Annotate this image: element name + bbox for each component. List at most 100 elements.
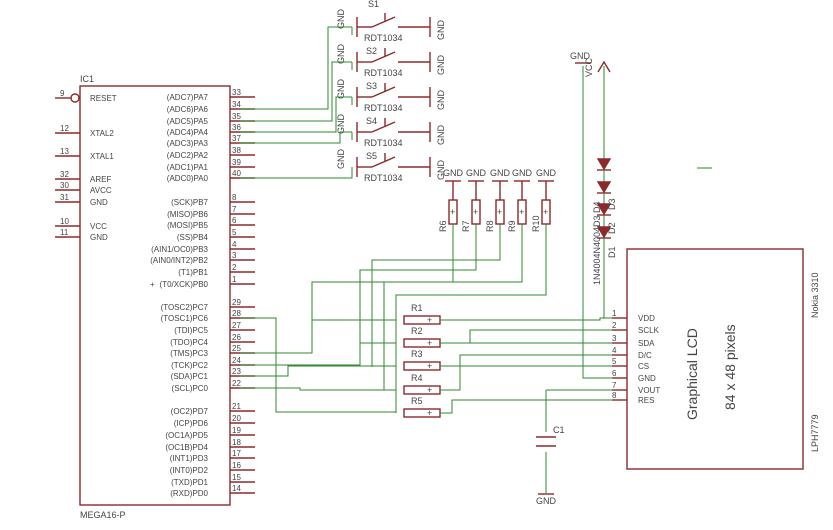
switch-gnd-right-label: GND: [436, 20, 446, 41]
mcu-pin-number: 35: [232, 112, 241, 121]
diode-triangle: [596, 226, 612, 239]
mcu-pin-name: (ADC0)PA0: [167, 174, 209, 183]
mcu-pin-number: 9: [60, 89, 65, 98]
lcd-pin-name: VOUT: [638, 386, 660, 395]
switch-lever: [371, 121, 396, 133]
pullup-ref: R8: [485, 220, 495, 232]
mcu-pin-name: AREF: [90, 175, 111, 184]
mcu-pin-name: (OC1B)PD4: [165, 443, 208, 452]
pullup-plus: +: [543, 207, 548, 217]
mcu-pin-name: (RXD)PD0: [170, 489, 208, 498]
mcu-pin-number: 5: [232, 228, 237, 237]
series-ref: R4: [411, 373, 423, 383]
lcd-pin-5: 5CS: [612, 357, 649, 371]
switch-gnd-left-label: GND: [336, 44, 346, 65]
mcu-pin-19: 19(OC1A)PD5: [165, 426, 255, 440]
wires: [240, 26, 712, 493]
mcu-pin-number: 7: [232, 205, 237, 214]
mcu-pin-number: 30: [60, 181, 69, 190]
series-r3: + R3: [403, 349, 441, 371]
mcu-body: [79, 85, 231, 506]
mcu-pin-number: 38: [232, 146, 241, 155]
lcd-pin-name: VDD: [638, 314, 655, 323]
mcu-pin-1: 1(T0/XCK)PB0: [160, 275, 255, 289]
series-r4: + R4: [403, 373, 441, 395]
pullup-ref: R10: [531, 215, 541, 232]
switch-lever: [371, 51, 396, 63]
series-body: [403, 408, 441, 418]
series-plus: +: [427, 385, 432, 395]
mcu-pin-number: 13: [60, 147, 69, 156]
pullup-gnd-label: GND: [443, 168, 464, 178]
series-r1: +R1: [403, 303, 441, 325]
mcu-ref: IC1: [80, 74, 94, 84]
switch-gnd-left-label: GND: [336, 79, 346, 100]
lcd-model: LPH7779: [810, 414, 820, 452]
mcu-pin-number: 28: [232, 309, 241, 318]
pullup-plus: +: [473, 207, 478, 217]
pullup-gnd-label: GND: [512, 168, 533, 178]
lcd-pin-number: 6: [612, 369, 617, 378]
mcu-pin-number: 25: [232, 344, 241, 353]
supply-gnd-label: GND: [570, 51, 591, 61]
switch-lever: [371, 156, 396, 168]
diode-triangle: [596, 158, 612, 171]
mcu-pin-24: 24(TCK)PC2: [171, 356, 255, 370]
series-r2: +R2: [403, 326, 441, 348]
mcu-pin-name: (TXD)PD1: [171, 478, 208, 487]
series-body: [403, 338, 441, 348]
switch-ref-label: S2: [366, 46, 377, 56]
mcu-pin-33: 33(ADC7)PA7: [167, 88, 255, 102]
reset-inverter-bubble: [70, 93, 80, 103]
mcu-pin-name: (MOSI)PB5: [167, 221, 208, 230]
mcu-pin-number: 22: [232, 379, 241, 388]
pullup-r9: GND+R9: [507, 168, 533, 232]
switch-s1-ref: S1: [368, 0, 379, 9]
mcu-pin-number: 15: [232, 473, 241, 482]
mcu-pin-number: 21: [232, 402, 241, 411]
mcu-pin-number: 2: [232, 263, 237, 272]
vcc-label: VCC: [584, 57, 594, 77]
mcu-pin-name: XTAL2: [90, 129, 114, 138]
pullup-plus: +: [450, 207, 455, 217]
mcu-pin-39: 39 (ADC1)PA1: [167, 158, 255, 172]
mcu-pin-4: 4(AIN1/OC0)PB3: [151, 240, 255, 254]
mcu-pin-name: (ADC1)PA1: [167, 163, 209, 172]
mcu-pin-number: 39: [232, 158, 241, 167]
mcu-pin-7: 7 (MISO)PB6: [167, 205, 255, 219]
series-ref: R3: [411, 349, 423, 359]
series-body: [403, 361, 441, 371]
mcu-pin-number: 36: [232, 123, 241, 132]
mcu-pin-number: 32: [60, 170, 69, 179]
mcu-pin-name: (MISO)PB6: [167, 210, 208, 219]
mcu-pin-name: (TOSC1)PC6: [161, 314, 209, 323]
lcd-brand: Nokia 3310: [810, 272, 820, 318]
mcu-pin-number: 6: [232, 216, 237, 225]
switch-group: GNDGNDRDT1034GNDGNDRDT1034S2GNDGNDRDT103…: [336, 9, 446, 184]
series-ref: R5: [411, 396, 423, 406]
lcd-pin-name: SDA: [638, 339, 655, 348]
lcd-pin-number: 2: [612, 321, 617, 330]
mcu-pin-8: 8(SCK)PB7: [171, 193, 255, 207]
lcd-pin-name: SCLK: [638, 326, 660, 335]
mcu-pin-name: (ADC4)PA4: [167, 128, 209, 137]
cap-gnd-label: GND: [536, 496, 557, 506]
series-plus: +: [427, 338, 432, 348]
mcu-pin-number: 40: [232, 169, 241, 178]
mcu-pin-number: 34: [232, 100, 241, 109]
series-plus: +: [427, 361, 432, 371]
mcu-pin-number: 12: [60, 124, 69, 133]
lcd-pin-number: 3: [612, 334, 617, 343]
mcu-pin-name: (OC2)PD7: [171, 407, 209, 416]
lcd-pin-name: RES: [638, 396, 654, 405]
mcu-pin-name: (AIN1/OC0)PB3: [151, 245, 208, 254]
mcu-pin-number: 19: [232, 426, 241, 435]
mcu-pin-number: 23: [232, 367, 241, 376]
mcu-pin-6: 6 (MOSI)PB5: [167, 216, 255, 230]
switch-ref-label: S5: [366, 151, 377, 161]
